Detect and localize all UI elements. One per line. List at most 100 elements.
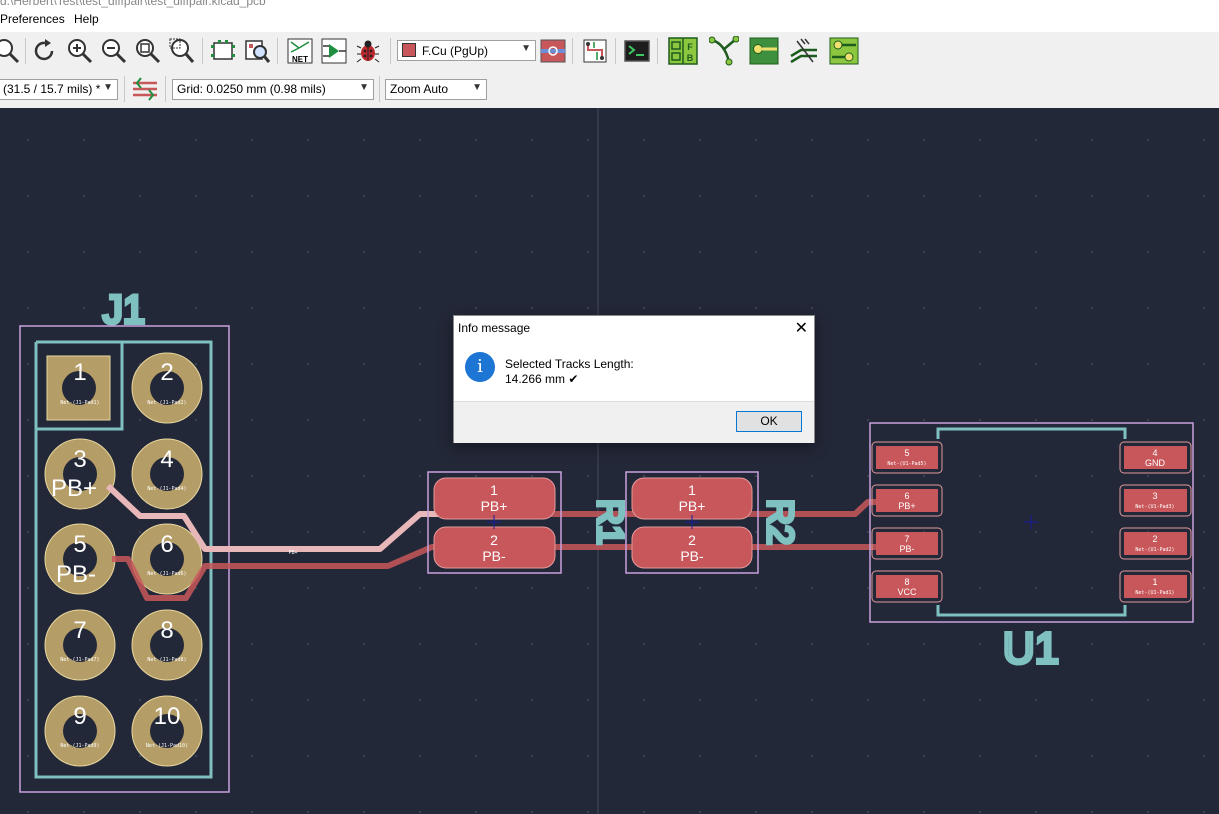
j1-pad-10[interactable]: 10 Net-(J1-Pad10)	[131, 695, 203, 767]
svg-text:10: 10	[154, 703, 181, 730]
u1-pad-3[interactable]: 3 Net-(U1-Pad3)	[1119, 484, 1192, 517]
menu-help[interactable]: Help	[74, 12, 99, 26]
svg-text:8: 8	[160, 617, 173, 644]
zoom-area-icon[interactable]	[167, 36, 197, 66]
svg-text:PB-: PB-	[899, 544, 914, 554]
chevron-down-icon: ▼	[472, 82, 482, 93]
dialog-footer: OK	[454, 401, 814, 443]
svg-text:Net-(J1-Pad1): Net-(J1-Pad1)	[60, 400, 99, 406]
u1-pad-7[interactable]: 7 PB-	[871, 527, 943, 560]
svg-text:Net-(J1-Pad6): Net-(J1-Pad6)	[147, 571, 186, 577]
r1-reference: R1	[590, 499, 631, 545]
pcb-canvas[interactable]: J1 1 Net-(J1-Pad1) 2 Net-(J1-Pad2) 3 PB+	[0, 108, 1219, 814]
svg-text:7: 7	[73, 617, 86, 644]
svg-text:3: 3	[73, 446, 86, 473]
svg-text:1: 1	[490, 482, 498, 498]
r2-reference: R2	[760, 499, 801, 545]
route-arc-icon[interactable]	[709, 36, 739, 66]
track-net-label: PB+	[288, 550, 297, 556]
svg-text:Net-(J1-Pad2): Net-(J1-Pad2)	[147, 400, 186, 406]
u1-pad-1[interactable]: 1 Net-(U1-Pad1)	[1119, 570, 1192, 603]
zoom-in-icon[interactable]	[65, 36, 95, 66]
svg-text:Net-(J1-Pad7): Net-(J1-Pad7)	[60, 657, 99, 663]
close-icon[interactable]: ✕	[794, 320, 808, 337]
j1-pad-4[interactable]: 4 Net-(J1-Pad4)	[131, 438, 203, 510]
info-icon: i	[465, 352, 495, 382]
svg-text:2: 2	[688, 532, 696, 548]
svg-text:VCC: VCC	[897, 587, 917, 597]
footprint-r2[interactable]: 1 PB+ 2 PB- R2	[625, 471, 803, 574]
svg-text:5: 5	[73, 531, 86, 558]
footprint-editor-icon[interactable]	[208, 36, 238, 66]
route-track-icon[interactable]	[749, 36, 779, 66]
svg-text:2: 2	[1152, 534, 1157, 544]
netlist-icon[interactable]: NET	[285, 36, 315, 66]
selected-tracks-length-label: Selected Tracks Length:	[505, 357, 634, 371]
menu-preferences[interactable]: Preferences	[0, 12, 65, 26]
j1-pad-3[interactable]: 3 PB+	[44, 438, 116, 510]
svg-text:Net-(U1-Pad5): Net-(U1-Pad5)	[887, 461, 926, 467]
svg-text:5: 5	[904, 448, 909, 458]
svg-text:PB+: PB+	[481, 498, 508, 514]
grid-select[interactable]: Grid: 0.0250 mm (0.98 mils) ▼	[172, 79, 374, 100]
u1-pad-4[interactable]: 4 GND	[1119, 441, 1192, 474]
svg-text:4: 4	[1152, 448, 1157, 458]
u1-reference: U1	[1003, 624, 1059, 673]
footprint-j1[interactable]: J1 1 Net-(J1-Pad1) 2 Net-(J1-Pad2) 3 PB+	[19, 286, 230, 793]
track-width-value: (31.5 / 15.7 mils) *	[3, 82, 101, 96]
svg-text:2: 2	[490, 532, 498, 548]
track-width-select[interactable]: (31.5 / 15.7 mils) * ▼	[0, 79, 118, 100]
update-pcb-icon[interactable]	[319, 36, 349, 66]
zoom-select[interactable]: Zoom Auto ▼	[385, 79, 487, 100]
window-title-bar: d:\Herbert\Test\test_diffpair\test_diffp…	[0, 0, 1219, 8]
svg-text:PB-: PB-	[482, 548, 506, 564]
j1-pad-7[interactable]: 7 Net-(J1-Pad7)	[44, 609, 116, 681]
u1-pad-5[interactable]: 5 Net-(U1-Pad5)	[871, 441, 943, 474]
microwave-tools-icon[interactable]	[580, 36, 610, 66]
redraw-icon[interactable]	[30, 36, 60, 66]
zoom-out-icon[interactable]	[99, 36, 129, 66]
zoom-selection-icon[interactable]	[0, 36, 22, 66]
j1-pad-2[interactable]: 2 Net-(J1-Pad2)	[131, 352, 203, 424]
chevron-down-icon: ▼	[359, 82, 369, 93]
scripting-console-icon[interactable]	[622, 36, 652, 66]
window-title: d:\Herbert\Test\test_diffpair\test_diffp…	[0, 0, 266, 8]
svg-text:2: 2	[160, 359, 173, 386]
svg-text:PB-: PB-	[56, 561, 96, 588]
track-via-size-icon[interactable]	[130, 74, 160, 104]
j1-pad-8[interactable]: 8 Net-(J1-Pad8)	[131, 609, 203, 681]
svg-text:1: 1	[688, 482, 696, 498]
svg-text:PB-: PB-	[680, 548, 704, 564]
u1-pad-8[interactable]: 8 VCC	[871, 570, 943, 603]
dialog-title: Info message	[458, 321, 531, 335]
info-message-dialog: Info message ✕ i Selected Tracks Length:…	[453, 315, 815, 443]
footprint-r1[interactable]: 1 PB+ 2 PB- R1	[427, 471, 633, 574]
svg-text:GND: GND	[1145, 458, 1166, 468]
svg-text:6: 6	[160, 531, 173, 558]
footprint-u1[interactable]: U1 5 Net-(U1-Pad5) 6 PB+ 7 PB-	[869, 422, 1194, 675]
ok-button[interactable]: OK	[736, 411, 802, 432]
track-pb-minus[interactable]	[112, 544, 885, 601]
svg-text:F: F	[687, 42, 693, 52]
zoom-value: Zoom Auto	[390, 82, 449, 96]
j1-pad-6[interactable]: 6 Net-(J1-Pad6)	[131, 523, 203, 595]
u1-pad-2[interactable]: 2 Net-(U1-Pad2)	[1119, 527, 1192, 560]
u1-pad-6[interactable]: 6 PB+	[871, 484, 943, 517]
j1-silkscreen	[34, 340, 213, 779]
drc-bug-icon[interactable]	[353, 36, 383, 66]
svg-text:Net-(U1-Pad3): Net-(U1-Pad3)	[1135, 504, 1174, 510]
layer-pair-icon[interactable]	[538, 36, 568, 66]
route-diff-pair-icon[interactable]	[789, 36, 819, 66]
svg-text:4: 4	[160, 446, 173, 473]
j1-pad-5[interactable]: 5 PB-	[44, 523, 116, 595]
zoom-fit-icon[interactable]	[133, 36, 163, 66]
footprint-browser-icon[interactable]	[242, 36, 272, 66]
pcb-drawing: J1 1 Net-(J1-Pad1) 2 Net-(J1-Pad2) 3 PB+	[0, 108, 1219, 814]
svg-text:9: 9	[73, 703, 86, 730]
aux-toolbar: (31.5 / 15.7 mils) * ▼ Grid: 0.0250 mm (…	[0, 74, 1219, 108]
j1-pad-9[interactable]: 9 Net-(J1-Pad9)	[44, 695, 116, 767]
layer-select[interactable]: F.Cu (PgUp) ▼	[397, 40, 536, 61]
tune-track-length-icon[interactable]	[829, 36, 859, 66]
dialog-body: i Selected Tracks Length: 14.266 mm ✔	[454, 348, 814, 402]
